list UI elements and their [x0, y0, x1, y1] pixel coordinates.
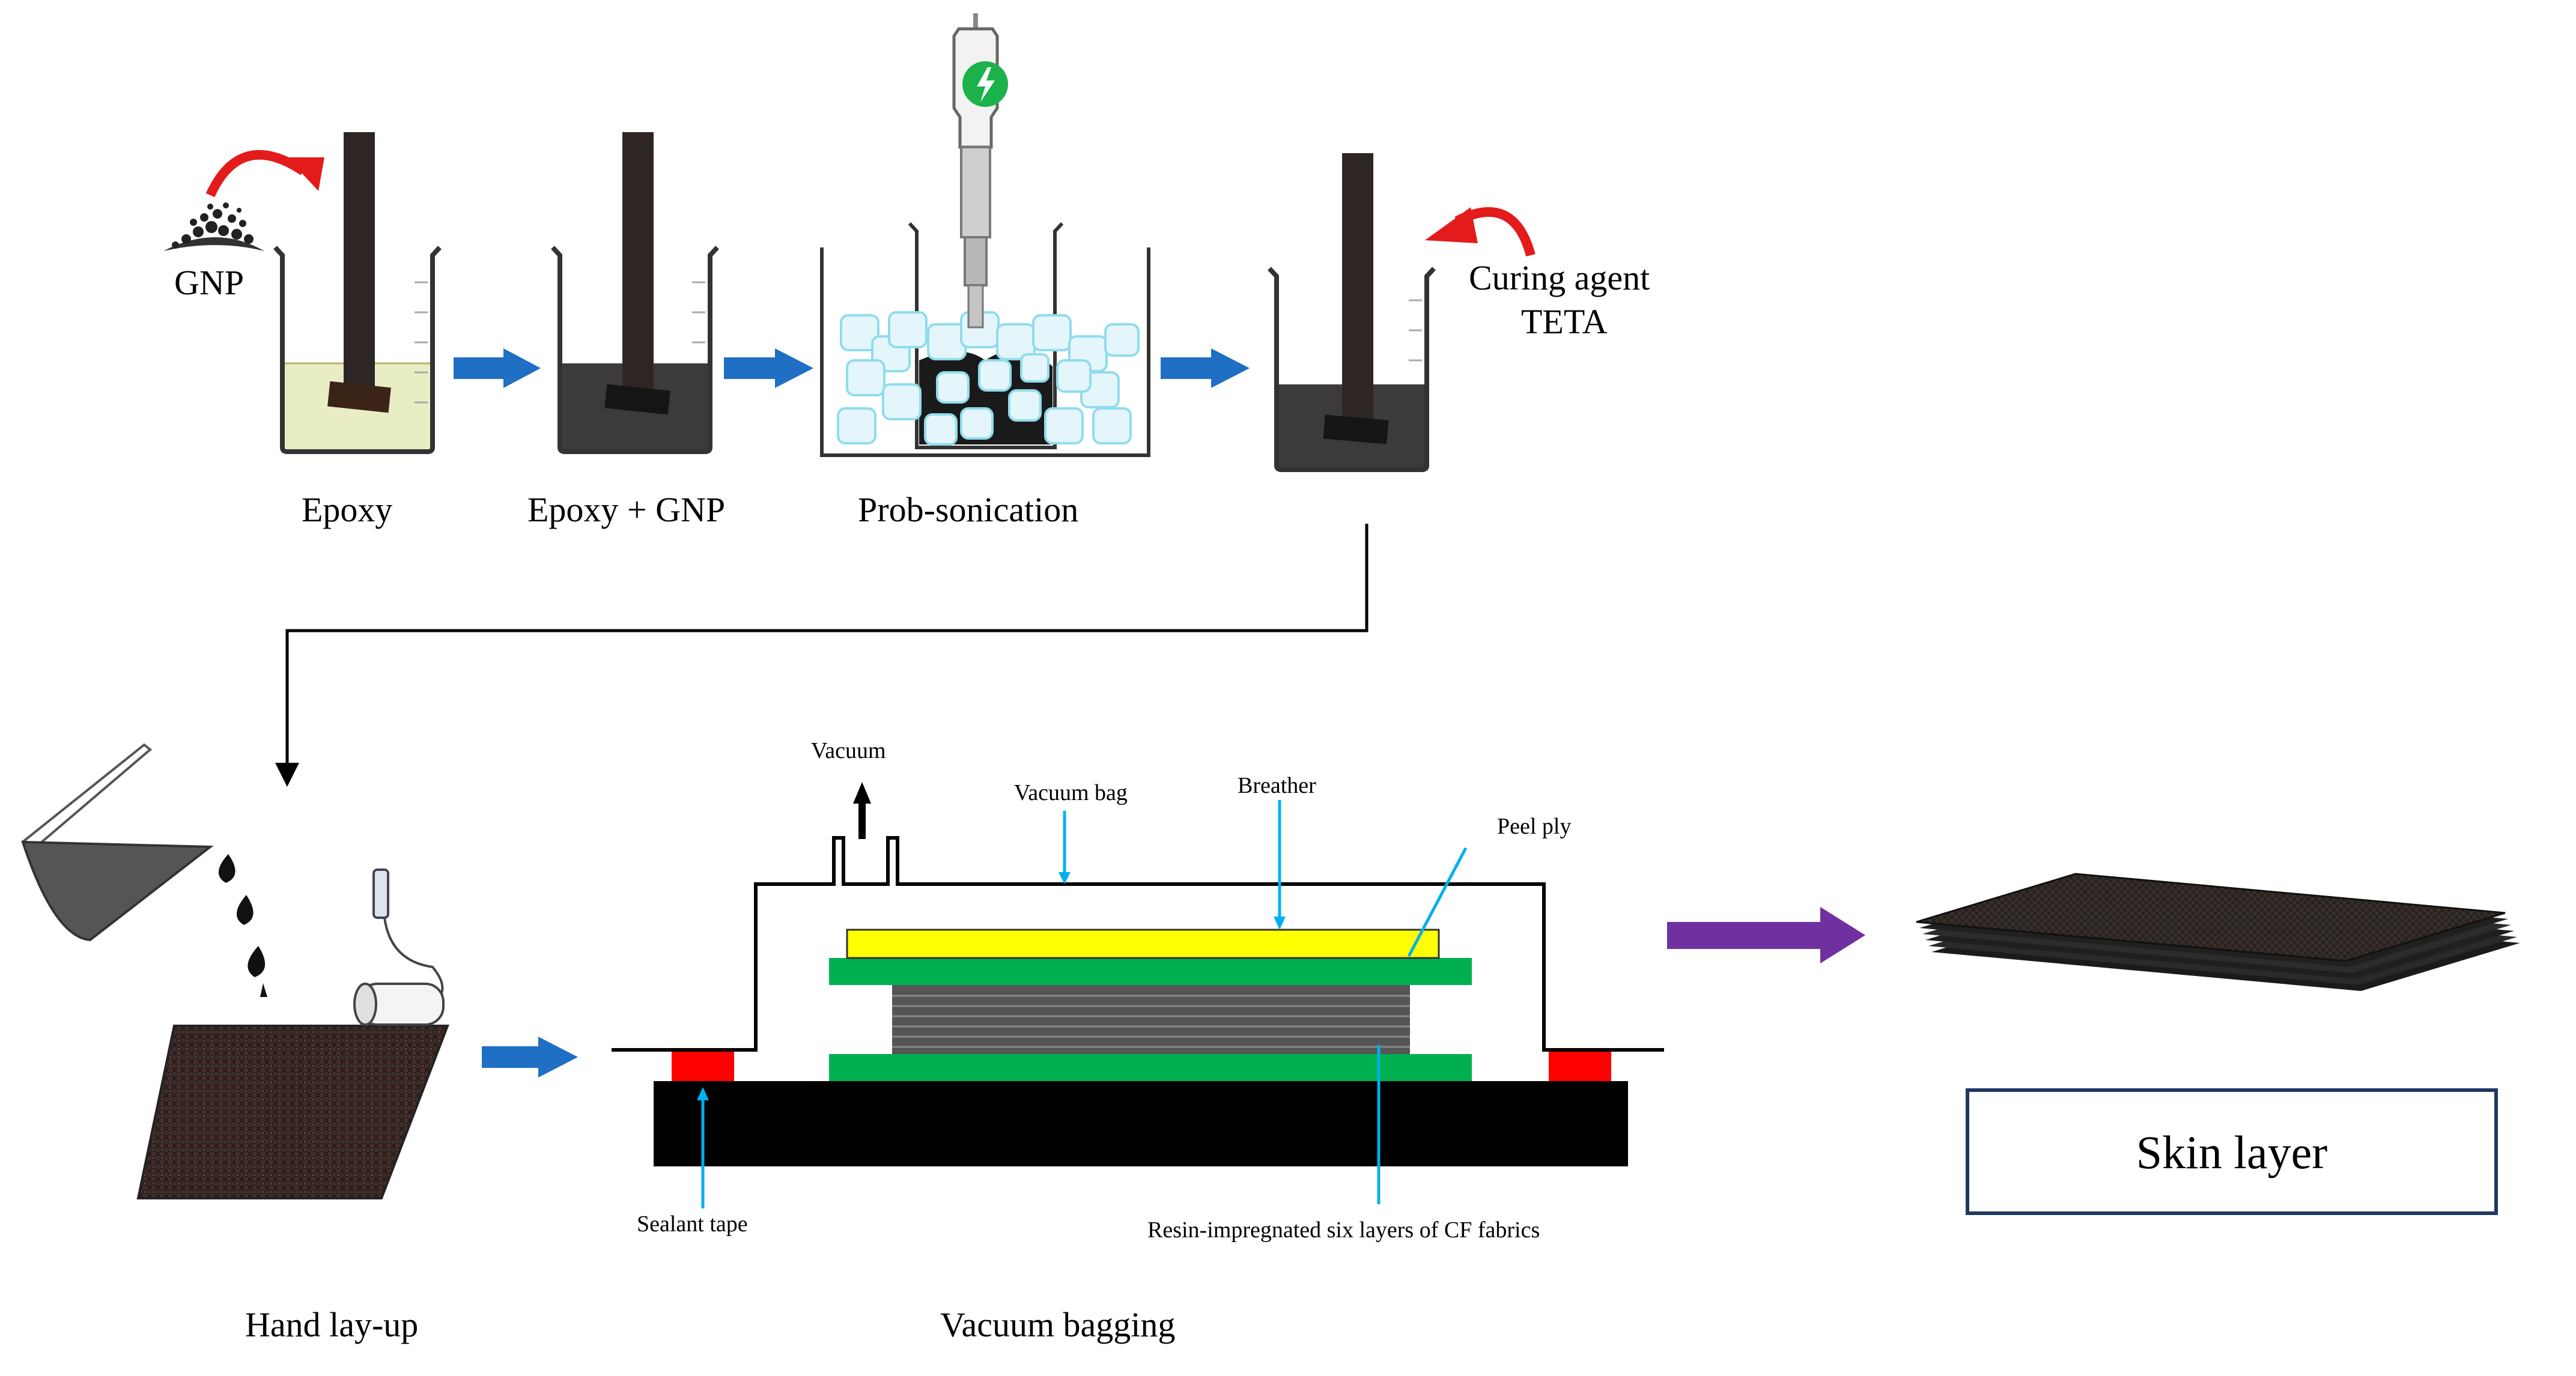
tool-plate — [654, 1081, 1628, 1166]
curing-agent-label: Curing agent — [1469, 258, 1650, 297]
flow-arrow-purple — [1667, 907, 1865, 963]
peel-ply-leader — [1407, 847, 1468, 957]
gnp-powder-icon — [163, 202, 264, 251]
breather-label: Breather — [1238, 773, 1316, 798]
sealant-tape-right — [1549, 1050, 1611, 1081]
gnp-label: GNP — [174, 263, 244, 302]
release-layer-bottom — [829, 1054, 1472, 1081]
peel-ply-label: Peel ply — [1497, 814, 1571, 839]
vacuum-bagging-label: Vacuum bagging — [940, 1305, 1175, 1344]
add-curing-arrow-icon — [1425, 207, 1536, 257]
beaker-curing — [1268, 153, 1436, 472]
teta-label: TETA — [1521, 302, 1608, 341]
hand-layup-illustration — [21, 743, 449, 1199]
flow-arrow-1 — [454, 348, 541, 388]
sonication-bath — [820, 13, 1150, 457]
flow-arrow-3 — [1161, 348, 1250, 388]
vacuum-bag-label: Vacuum bag — [1014, 780, 1128, 805]
sonicator-probe — [952, 13, 1008, 329]
sealant-tape-label: Sealant tape — [637, 1211, 748, 1237]
skin-layer-label: Skin layer — [2136, 1126, 2327, 1178]
add-gnp-arrow-icon — [205, 150, 324, 198]
peel-ply-layer — [829, 958, 1472, 985]
sealant-tape-left — [672, 1050, 734, 1081]
vacuum-bagging-diagram — [612, 782, 1664, 1208]
epoxy-gnp-label: Epoxy + GNP — [527, 490, 725, 529]
flow-arrow-2 — [724, 348, 813, 388]
sonication-label: Prob-sonication — [858, 490, 1078, 529]
vacuum-arrow — [853, 782, 871, 839]
beaker-epoxy-gnp — [551, 132, 719, 454]
beaker-epoxy — [273, 132, 442, 454]
skin-layer-box: Skin layer — [1966, 1088, 2498, 1215]
epoxy-label: Epoxy — [302, 490, 392, 529]
cf-fabric-stack — [892, 985, 1410, 1054]
flow-arrow-4 — [482, 1037, 578, 1077]
resin-layers-label: Resin-impregnated six layers of CF fabri… — [1147, 1217, 1540, 1243]
vacuum-bag-outline — [612, 836, 1664, 1052]
hand-layup-label: Hand lay-up — [245, 1305, 418, 1344]
connector-arrow — [275, 524, 1368, 787]
vacuum-label: Vacuum — [811, 738, 886, 763]
breather-layer — [846, 929, 1440, 959]
skin-layer-stack — [1916, 873, 2520, 991]
